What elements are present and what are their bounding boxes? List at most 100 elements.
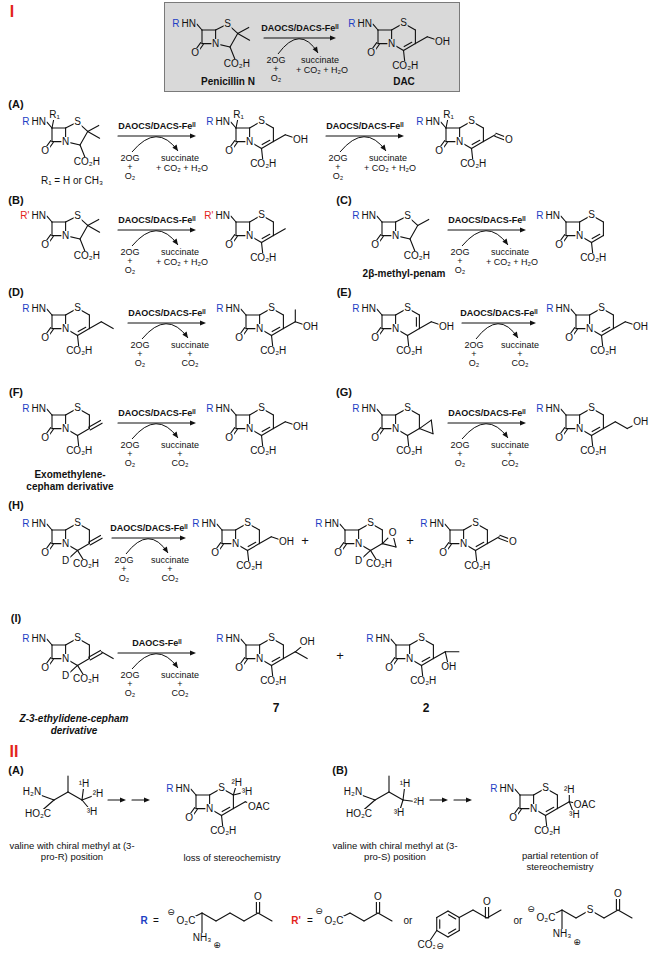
isotope-label: ²H bbox=[92, 789, 105, 799]
amine-label: HN bbox=[360, 304, 376, 314]
atom-label: N bbox=[231, 539, 240, 549]
bond bbox=[382, 221, 396, 222]
enzyme-label: DAOCS/DACS-Feᴵᴵ bbox=[260, 24, 339, 33]
r-group: R bbox=[351, 211, 360, 221]
cofactor-arrow bbox=[126, 539, 168, 554]
atom-label: N bbox=[391, 424, 400, 434]
structure-drawings bbox=[32, 115, 641, 945]
r-group: R' bbox=[290, 916, 302, 926]
atom-label: S bbox=[257, 403, 266, 413]
bond bbox=[52, 414, 66, 415]
enzyme-label: DAOCS/DACS-Feᴵᴵ bbox=[117, 409, 196, 418]
atom-label: ³H bbox=[241, 787, 254, 797]
atom-label: CO₂H bbox=[249, 446, 277, 456]
atom-label: O bbox=[234, 663, 244, 673]
bond bbox=[381, 222, 382, 236]
plus-sign: + bbox=[126, 680, 133, 689]
arrow-head bbox=[398, 133, 404, 138]
plus-sign: + bbox=[470, 350, 477, 359]
cofactor-label: 2OG bbox=[119, 441, 140, 450]
enzyme-label: DAOCS/DACS-Feᴵᴵ bbox=[325, 122, 404, 131]
bond bbox=[562, 910, 576, 918]
bond bbox=[448, 911, 459, 918]
arrow-head bbox=[330, 35, 336, 40]
amine-label: HN bbox=[180, 19, 196, 29]
bond bbox=[90, 538, 102, 545]
atom-label: OH bbox=[292, 422, 309, 432]
atom-label: S bbox=[467, 116, 476, 126]
cofactor-label: O₂ bbox=[124, 689, 137, 698]
plus-sign: + bbox=[186, 350, 193, 359]
byproduct-label: succinate bbox=[500, 341, 540, 350]
compound-name: Z-3-ethylidene-cepham derivative bbox=[16, 713, 133, 736]
atom-label: O₂C bbox=[324, 916, 345, 926]
bond bbox=[557, 802, 569, 809]
atom-label: N bbox=[575, 231, 584, 241]
bond bbox=[487, 537, 499, 544]
atom-label: CO₂H bbox=[409, 676, 437, 686]
arrow-head bbox=[380, 145, 386, 151]
substituent-label: R₁ bbox=[442, 110, 455, 120]
r-group: R bbox=[21, 634, 30, 644]
atom-label: N bbox=[61, 324, 70, 334]
atom-label: N bbox=[205, 804, 214, 814]
bond bbox=[295, 652, 307, 659]
bond bbox=[88, 125, 99, 131]
amine-label: HN bbox=[214, 211, 230, 221]
cofactor-label: O₂ bbox=[454, 459, 467, 468]
bond bbox=[195, 795, 196, 809]
atom-label: O bbox=[373, 892, 383, 902]
atom-label: N bbox=[459, 539, 468, 549]
bond bbox=[371, 544, 383, 551]
cofactor-label: O₂ bbox=[270, 74, 283, 83]
bond bbox=[603, 422, 615, 429]
r-group: R bbox=[545, 304, 554, 314]
atom-label: S bbox=[267, 633, 276, 643]
panel-letter: (A) bbox=[7, 765, 24, 776]
atom-label: O bbox=[508, 537, 518, 547]
r-group: R bbox=[314, 519, 323, 529]
amine-label: HN bbox=[30, 304, 46, 314]
r-group: R bbox=[21, 404, 30, 414]
bond bbox=[231, 216, 236, 222]
bond bbox=[604, 910, 618, 918]
bond bbox=[410, 225, 418, 239]
bond bbox=[364, 913, 378, 921]
bond bbox=[201, 30, 202, 44]
atom-label: S bbox=[243, 518, 252, 528]
amine-label: HN bbox=[214, 404, 230, 414]
atom-label: S bbox=[471, 518, 480, 528]
cofactor-arrow bbox=[142, 324, 188, 339]
arrow-head bbox=[502, 432, 508, 438]
atom-label: O bbox=[333, 548, 343, 558]
bond bbox=[519, 795, 520, 809]
bond bbox=[230, 913, 244, 921]
bond bbox=[431, 420, 433, 434]
bond bbox=[445, 524, 450, 530]
atom-label: O bbox=[370, 240, 380, 250]
byproduct-label: + CO₂ + H₂O bbox=[155, 164, 209, 173]
bond bbox=[437, 931, 448, 938]
byproduct-label: succinate bbox=[160, 248, 200, 257]
plus-sign: + bbox=[136, 350, 143, 359]
bond bbox=[340, 524, 345, 530]
cofactor-arrow bbox=[278, 39, 318, 54]
enzyme-label: DAOCS/DACS-Feᴵᴵ bbox=[117, 216, 196, 225]
atom-label: O bbox=[40, 663, 50, 673]
reaction-arrow bbox=[132, 799, 145, 800]
bond bbox=[235, 222, 236, 236]
bond bbox=[52, 221, 66, 222]
bond bbox=[80, 131, 88, 145]
plus-sign: + bbox=[126, 163, 133, 172]
byproduct-label: succinate bbox=[160, 441, 200, 450]
atom-label: S bbox=[403, 403, 412, 413]
arrow-head bbox=[172, 239, 178, 245]
atom-label: N bbox=[387, 39, 396, 49]
atom-label: OAC bbox=[573, 800, 597, 810]
atom-label: O bbox=[438, 548, 448, 558]
bond bbox=[246, 314, 260, 315]
atom-label: OH bbox=[302, 322, 319, 332]
compound-name: DAC bbox=[392, 77, 416, 87]
r-group: R bbox=[21, 117, 30, 127]
amine-label: HN bbox=[360, 211, 376, 221]
